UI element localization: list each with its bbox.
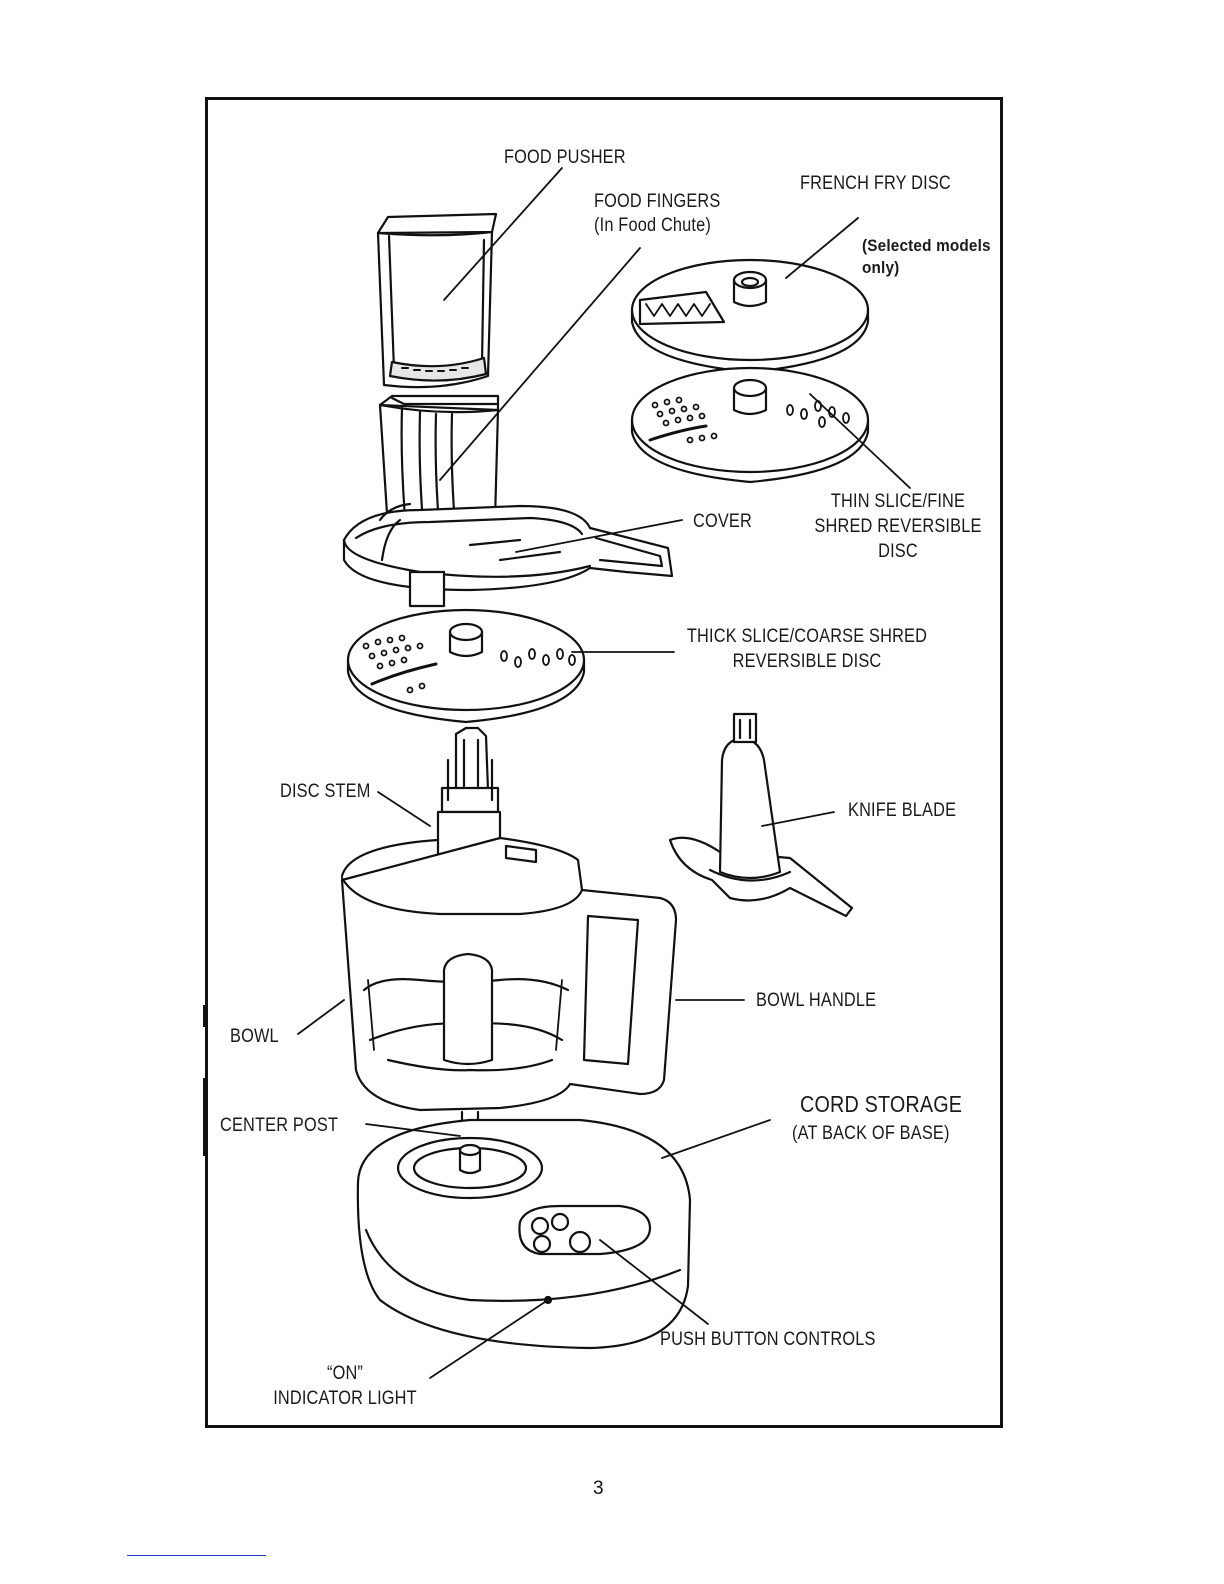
bowl-handle-label: BOWL HANDLE [756, 989, 876, 1013]
cover-label: COVER [693, 510, 752, 534]
footer-rule [127, 1555, 266, 1556]
center-post-label: CENTER POST [220, 1114, 338, 1138]
disc-stem-label: DISC STEM [280, 780, 371, 804]
french-fry-disc-part [632, 260, 868, 372]
food-pusher-part [378, 214, 496, 387]
thick-slice-disc-label-2: REVERSIBLE DISC [684, 650, 930, 674]
cord-storage-label: CORD STORAGE [800, 1092, 962, 1116]
knife-blade-label: KNIFE BLADE [848, 799, 956, 823]
bowl-part [342, 838, 676, 1110]
thin-slice-disc-label: THIN SLICE/FINE [814, 490, 983, 514]
thin-slice-disc-part [632, 368, 868, 482]
cover-part [344, 504, 672, 606]
push-button-controls-label: PUSH BUTTON CONTROLS [660, 1328, 876, 1352]
food-fingers-sublabel: (In Food Chute) [594, 214, 711, 238]
cord-storage-sublabel: (AT BACK OF BASE) [792, 1122, 950, 1146]
thin-slice-disc-label-2: SHRED REVERSIBLE [814, 515, 983, 539]
on-indicator-label: “ON” [263, 1362, 426, 1386]
page-number: 3 [593, 1478, 604, 1500]
knife-blade-part [670, 714, 852, 916]
selected-models-note-2: only) [862, 256, 899, 280]
food-fingers-label: FOOD FINGERS [594, 190, 720, 214]
thick-slice-disc-part [348, 610, 584, 722]
on-indicator-label-2: INDICATOR LIGHT [263, 1387, 426, 1411]
french-fry-disc-label: FRENCH FRY DISC [800, 172, 951, 196]
thick-slice-disc-label: THICK SLICE/COARSE SHRED [684, 625, 930, 649]
selected-models-note: (Selected models [862, 234, 991, 258]
bowl-label: BOWL [230, 1025, 279, 1049]
base-part [358, 1120, 690, 1348]
thin-slice-disc-label-3: DISC [814, 540, 983, 564]
food-pusher-label: FOOD PUSHER [504, 146, 626, 170]
